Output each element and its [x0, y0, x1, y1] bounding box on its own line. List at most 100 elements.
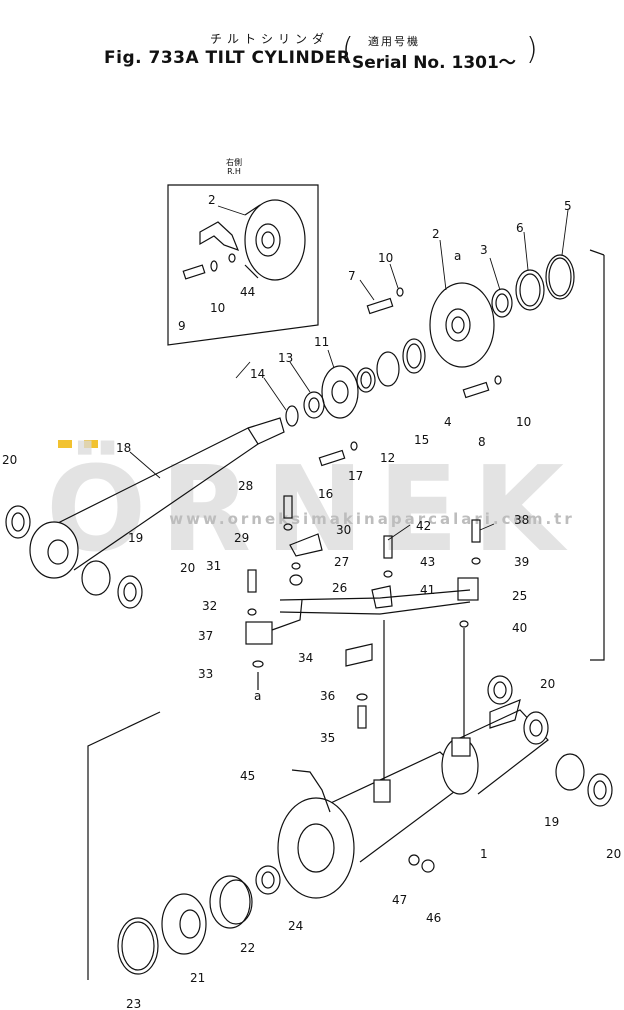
leader-lines [129, 205, 569, 541]
part-label: 10 [210, 301, 225, 315]
part-label: 28 [238, 479, 253, 493]
tube-elbow [271, 599, 303, 631]
inset-rh-label: R.H [227, 167, 241, 176]
part-label: 1 [480, 847, 488, 861]
part-label: 7 [348, 269, 356, 283]
figure-title: Fig. 733A TILT CYLINDER [104, 48, 351, 68]
part-label: 32 [202, 599, 217, 613]
part-label: 47 [392, 893, 407, 907]
japanese-title: チルトシリンダ [210, 32, 330, 46]
cylinder-tube-1 [277, 709, 549, 899]
part-label: 13 [278, 351, 293, 365]
part-label: 23 [126, 997, 141, 1010]
bolt-16 [318, 441, 358, 467]
part-label: 30 [336, 523, 351, 537]
bracket-34 [345, 643, 373, 667]
bolt-31 [247, 569, 257, 616]
clip-45 [291, 769, 331, 813]
bolt-38 [471, 519, 481, 565]
bolt-7 [366, 287, 404, 315]
bushing-13 [303, 391, 325, 419]
piston-rod-18 [29, 417, 285, 579]
block-37 [245, 621, 273, 645]
assembly-guide-right [590, 255, 605, 661]
part-label: 39 [514, 555, 529, 569]
part-label: 19 [128, 531, 143, 545]
part-label: 29 [234, 531, 249, 545]
tube-upper [279, 589, 471, 601]
head-flange-2 [429, 282, 495, 368]
dust-seal-20d [587, 773, 613, 807]
part-label: 24 [288, 919, 303, 933]
inset-head-flange [244, 199, 306, 281]
bolt-28 [283, 495, 293, 531]
part-label: 12 [380, 451, 395, 465]
part-label: 2 [208, 193, 216, 207]
inset-bracket [199, 221, 240, 252]
dust-seal-20b [117, 575, 143, 609]
part-label: 16 [318, 487, 333, 501]
seal-ring-3 [491, 288, 513, 318]
part-label: 42 [416, 519, 431, 533]
bracket-tab [489, 699, 521, 729]
part-label: 27 [334, 555, 349, 569]
part-label: 9 [178, 319, 186, 333]
part-label: 20 [606, 847, 621, 861]
watermark-accent-right [84, 440, 98, 448]
watermark: ÖRNEK www.orneksimakinaparcalari.com.tr [46, 440, 578, 560]
japanese-note: 適用号機 [368, 35, 420, 48]
part-label: 45 [240, 769, 255, 783]
washer-27-26 [289, 562, 303, 586]
part-label: 36 [320, 689, 335, 703]
part-label: a [454, 249, 461, 263]
part-label: 44 [240, 285, 255, 299]
part-label: 18 [116, 441, 131, 455]
inset-frame [167, 184, 319, 346]
ring-15 [376, 351, 400, 387]
part-label: 43 [420, 555, 435, 569]
watermark-url: www.orneksimakinaparcalari.com.tr [169, 510, 574, 528]
open-paren: ( [342, 32, 354, 67]
part-label: 26 [332, 581, 347, 595]
part-label: 19 [544, 815, 559, 829]
part-label: 38 [514, 513, 529, 527]
piston-21 [161, 893, 207, 955]
close-paren: ) [526, 32, 538, 67]
part-label: 40 [512, 621, 527, 635]
washer-40 [459, 620, 469, 628]
part-label: 15 [414, 433, 429, 447]
part-label: 20 [2, 453, 17, 467]
clamp-41 [371, 585, 393, 609]
tube-upper-2 [279, 601, 471, 615]
bolt-42 [383, 535, 393, 578]
bushing-24 [255, 865, 281, 895]
assembly-guide-left [87, 711, 161, 980]
bushing-19b [555, 753, 585, 791]
watermark-accent-left [58, 440, 72, 448]
bolt-8 [462, 375, 502, 399]
seal-12 [356, 367, 376, 393]
part-label: 4 [444, 415, 452, 429]
part-label: 41 [420, 583, 435, 597]
wear-ring-4 [402, 338, 426, 374]
part-label: 20 [180, 561, 195, 575]
ring-23 [117, 917, 159, 975]
part-label: 10 [378, 251, 393, 265]
part-label: 11 [314, 335, 329, 349]
dust-seal-20c [487, 675, 513, 705]
washer-33 [252, 660, 264, 668]
part-label: 14 [250, 367, 265, 381]
part-label: 35 [320, 731, 335, 745]
nut-47-46 [408, 854, 435, 873]
dust-seal-20a [5, 505, 31, 539]
part-label: 8 [478, 435, 486, 449]
part-label: 21 [190, 971, 205, 985]
part-label: 2 [432, 227, 440, 241]
retainer-11 [321, 365, 359, 419]
part-label: 20 [540, 677, 555, 691]
washer-36 [356, 693, 368, 701]
wear-ring-22 [209, 875, 253, 929]
inset-jp-label: 右側 [226, 158, 242, 167]
watermark-brand: ÖRNEK [46, 440, 578, 560]
